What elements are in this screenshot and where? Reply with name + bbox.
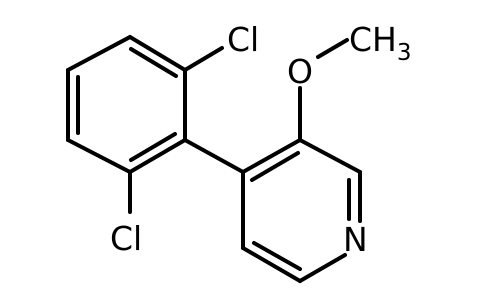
oxygen-label: O xyxy=(287,52,313,91)
bond xyxy=(241,246,302,283)
bond xyxy=(298,138,362,174)
bond xyxy=(128,35,187,72)
dichlorophenyl-ring xyxy=(66,35,187,174)
double-bond-inner xyxy=(129,132,177,162)
methyl-label-main: CH xyxy=(349,20,397,59)
bond xyxy=(241,138,302,174)
bond xyxy=(128,138,187,174)
cl-bond-top xyxy=(183,46,224,72)
nitrogen-label: N xyxy=(343,220,368,259)
chlorine-label-top: Cl xyxy=(227,20,259,59)
bond xyxy=(66,35,132,72)
methyl-label: CH3 xyxy=(349,20,412,66)
methoxy-bond-methyl xyxy=(316,38,349,59)
chlorine-label-bottom: Cl xyxy=(110,219,142,258)
methyl-label-subscript: 3 xyxy=(397,40,412,66)
double-bond-inner xyxy=(250,151,300,182)
bond xyxy=(66,138,132,174)
biaryl-bond xyxy=(183,138,245,174)
bond xyxy=(298,253,347,283)
double-bond-inner xyxy=(252,241,302,271)
double-bond-inner xyxy=(129,47,178,78)
pyridine-ring xyxy=(241,138,362,283)
